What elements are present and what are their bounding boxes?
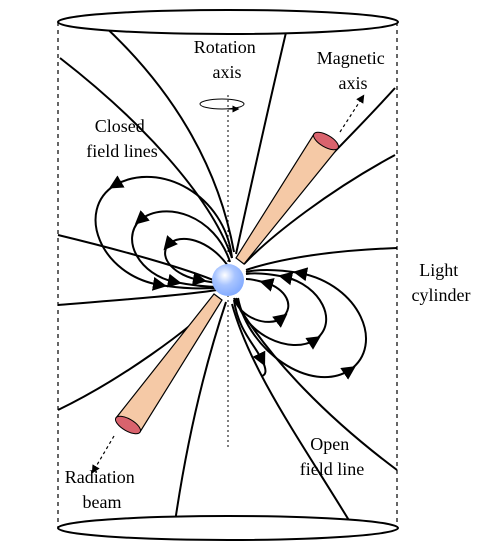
label-radiation-beam: Radiation beam bbox=[65, 467, 140, 512]
open-field-line-top-right-1 bbox=[235, 23, 289, 255]
neutron-star bbox=[212, 264, 244, 296]
label-closed-field-lines: Closed field lines bbox=[86, 116, 157, 161]
magnetic-axis-arrow-up bbox=[339, 94, 365, 133]
open-field-line-top-right-3 bbox=[243, 154, 396, 265]
closed-loop-right-lower bbox=[233, 299, 267, 377]
magnetic-axis-arrow-down bbox=[91, 435, 115, 474]
open-field-line-top-left-2 bbox=[59, 57, 233, 259]
cylinder-bottom-rim bbox=[57, 515, 399, 541]
closed-loop-right-inner bbox=[233, 278, 290, 328]
label-magnetic-axis: Magnetic axis bbox=[317, 48, 389, 93]
rotation-indicator-icon bbox=[199, 98, 245, 113]
closed-loop-left-inner bbox=[163, 235, 229, 286]
open-field-line-right bbox=[245, 247, 398, 271]
radiation-beam-lower bbox=[115, 293, 223, 435]
label-light-cylinder: Light cylinder bbox=[412, 260, 471, 305]
open-field-lines bbox=[57, 21, 398, 523]
beam-cone-lower bbox=[115, 293, 223, 433]
beam-cap-upper bbox=[313, 131, 339, 151]
closed-loop-right-middle bbox=[235, 271, 328, 350]
cylinder-top-rim bbox=[57, 9, 399, 35]
open-field-line-bottom-left-2 bbox=[174, 301, 227, 523]
open-field-line-bottom-right-1 bbox=[231, 303, 351, 523]
label-open-field-line: Open field line bbox=[300, 434, 364, 479]
open-field-line-left-2 bbox=[57, 289, 218, 306]
closed-loop-right-outer bbox=[237, 267, 367, 380]
beam-cap-lower bbox=[115, 415, 141, 435]
closed-field-lines bbox=[94, 175, 367, 380]
label-rotation-axis: Rotation axis bbox=[194, 37, 261, 82]
closed-loop-left-outer bbox=[94, 175, 233, 291]
open-field-line-top-left-1 bbox=[99, 21, 235, 253]
radiation-beam-upper bbox=[235, 131, 339, 265]
